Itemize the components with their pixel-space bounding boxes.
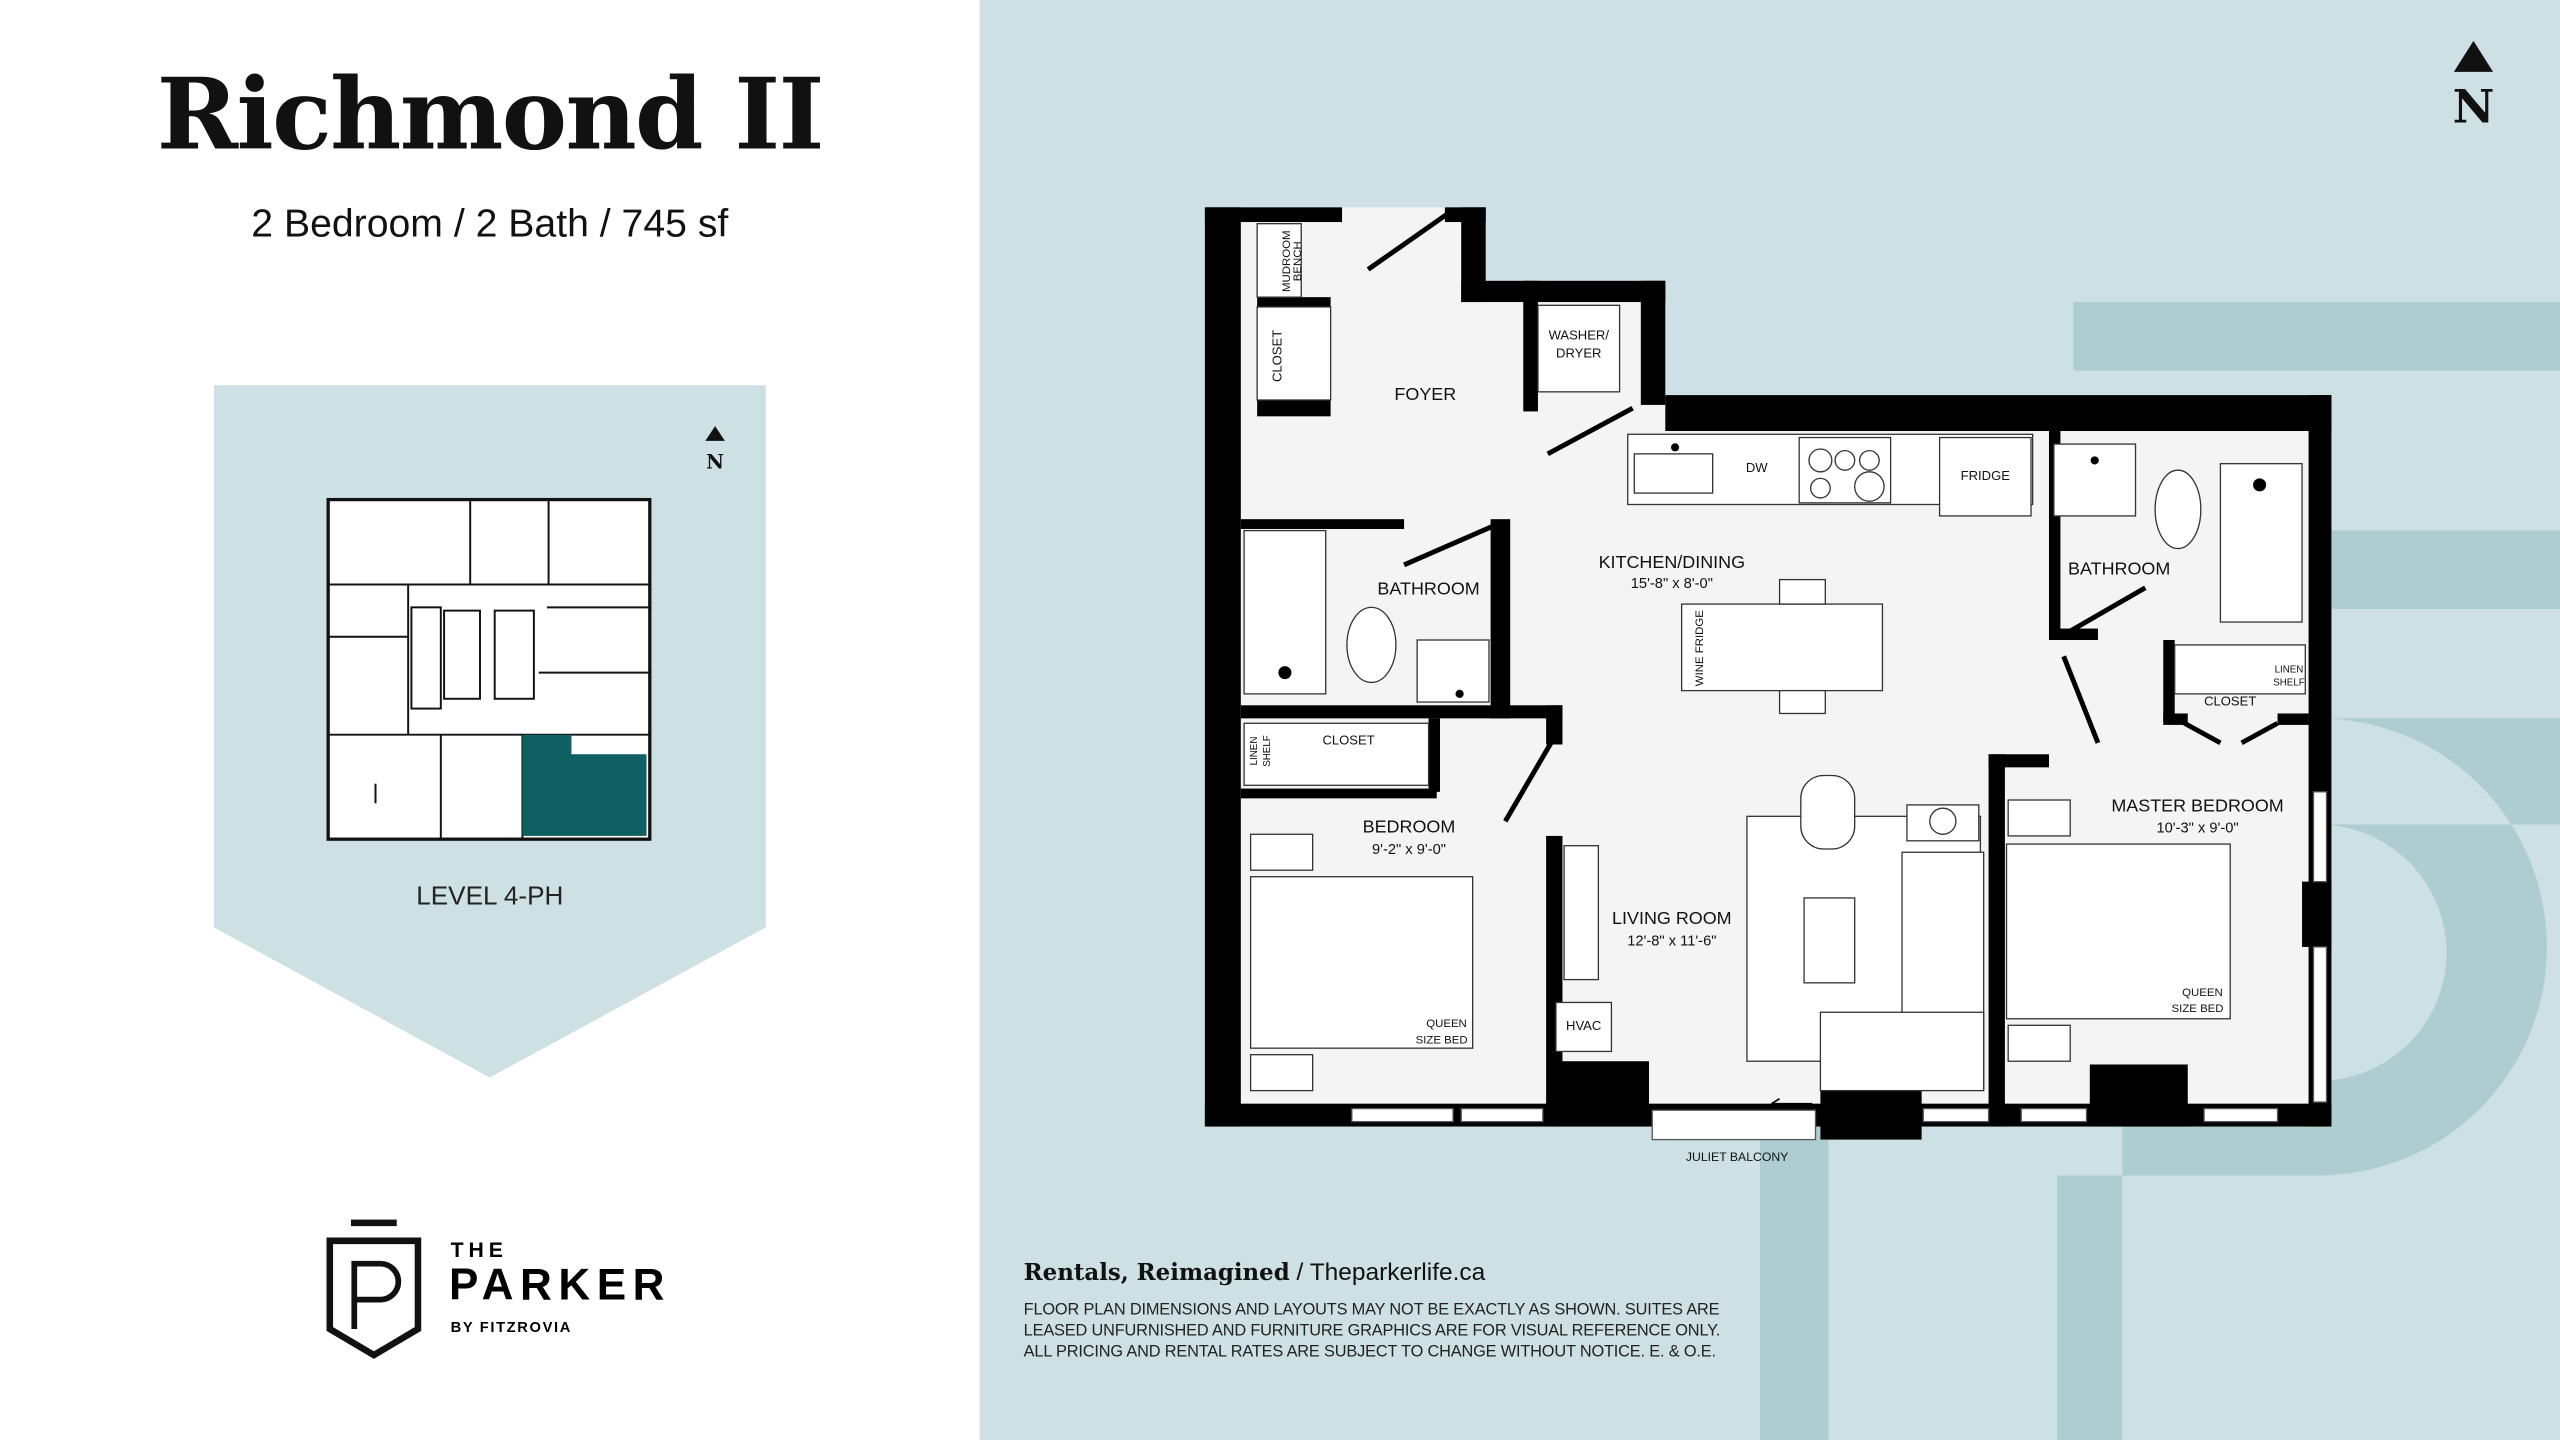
fixture-dots: [1278, 443, 2267, 698]
bed-2-queen-label: QUEEN: [2182, 987, 2223, 999]
master-shelf-label: SHELF: [2273, 678, 2305, 689]
fridge-label: FRIDGE: [1961, 468, 2011, 483]
bathroom-2-label: BATHROOM: [2068, 559, 2170, 579]
foyer-label: FOYER: [1394, 384, 1456, 404]
wine-fridge-label: WINE FRIDGE: [1694, 610, 1706, 686]
foyer-closet-label: CLOSET: [1270, 330, 1285, 382]
bathroom-1-label: BATHROOM: [1377, 578, 1479, 598]
hvac-label: HVAC: [1566, 1018, 1601, 1033]
master-bedroom-dims: 10'-3" x 9'-0": [2156, 821, 2238, 837]
disclaimer-line-3: ALL PRICING AND RENTAL RATES ARE SUBJECT…: [1023, 1343, 1716, 1362]
north-arrow-icon: [2453, 40, 2494, 72]
kitchen-dining-dims: 15'-8" x 8'-0": [1631, 576, 1713, 592]
mudroom-label: MUDROOM: [1281, 230, 1293, 291]
tagline-separator: /: [1296, 1258, 1304, 1287]
windows: [1351, 791, 2328, 1141]
logo-name: PARKER: [448, 1260, 672, 1310]
master-linen-label: LINEN: [2275, 665, 2304, 676]
key-plan-highlighted-unit: [522, 734, 647, 836]
room-labels: MUDROOM BENCH CLOSET FOYER WASHER/ DRYER…: [1249, 230, 2305, 1163]
key-plan-north-arrow-icon: [705, 426, 725, 441]
bedroom-closet-label: CLOSET: [1322, 732, 1374, 747]
unit-subtitle: 2 Bedroom / 2 Bath / 745 sf: [251, 202, 729, 247]
key-plan: N: [213, 385, 766, 1078]
bedroom-dims: 9'-2" x 9'-0": [1372, 842, 1446, 858]
living-room-dims: 12'-8" x 11'-6": [1627, 933, 1716, 949]
disclaimer-line-2: LEASED UNFURNISHED AND FURNITURE GRAPHIC…: [1023, 1322, 1721, 1341]
parker-logo-icon: [326, 1219, 422, 1359]
floor-plan: MUDROOM BENCH CLOSET FOYER WASHER/ DRYER…: [1204, 207, 2332, 1164]
balcony-arrow-icon: [1771, 1098, 1813, 1110]
dryer-label: DRYER: [1556, 346, 1601, 361]
unit-title: Richmond II: [156, 58, 825, 174]
north-label: N: [2453, 79, 2495, 133]
washer-label: WASHER/: [1549, 328, 1610, 343]
bed-1-queen-label: QUEEN: [1426, 1018, 1467, 1030]
living-room-label: LIVING ROOM: [1612, 908, 1732, 928]
walls: [1204, 207, 2332, 1140]
key-plan-north-label: N: [706, 451, 724, 474]
key-plan-level-label: LEVEL 4-PH: [416, 883, 564, 912]
tagline: Rentals, Reimagined / Theparkerlife.ca: [1024, 1259, 1486, 1287]
key-plan-building: [326, 497, 652, 841]
mudroom-bench-label: BENCH: [1292, 241, 1304, 281]
dishwasher-label: DW: [1746, 460, 1768, 475]
fixtures: [1243, 223, 2306, 1092]
logo-by: BY FITZROVIA: [450, 1319, 572, 1336]
bed-1-size-label: SIZE BED: [1416, 1034, 1468, 1046]
tagline-text: Rentals, Reimagined: [1023, 1260, 1290, 1287]
bed-linen-label: LINEN: [1249, 737, 1260, 766]
bed-shelf-label: SHELF: [1262, 735, 1273, 767]
logo-the: THE: [450, 1237, 508, 1263]
kitchen-dining-label: KITCHEN/DINING: [1599, 552, 1746, 572]
master-bedroom-label: MASTER BEDROOM: [2111, 795, 2283, 815]
bedroom-label: BEDROOM: [1363, 817, 1456, 837]
bed-2-size-label: SIZE BED: [2172, 1003, 2224, 1015]
doors: [1366, 210, 2279, 823]
website-link[interactable]: Theparkerlife.ca: [1309, 1258, 1486, 1287]
juliet-balcony-label: JULIET BALCONY: [1686, 1150, 1788, 1164]
master-closet-label: CLOSET: [2204, 693, 2256, 708]
disclaimer-line-1: FLOOR PLAN DIMENSIONS AND LAYOUTS MAY NO…: [1023, 1301, 1720, 1320]
